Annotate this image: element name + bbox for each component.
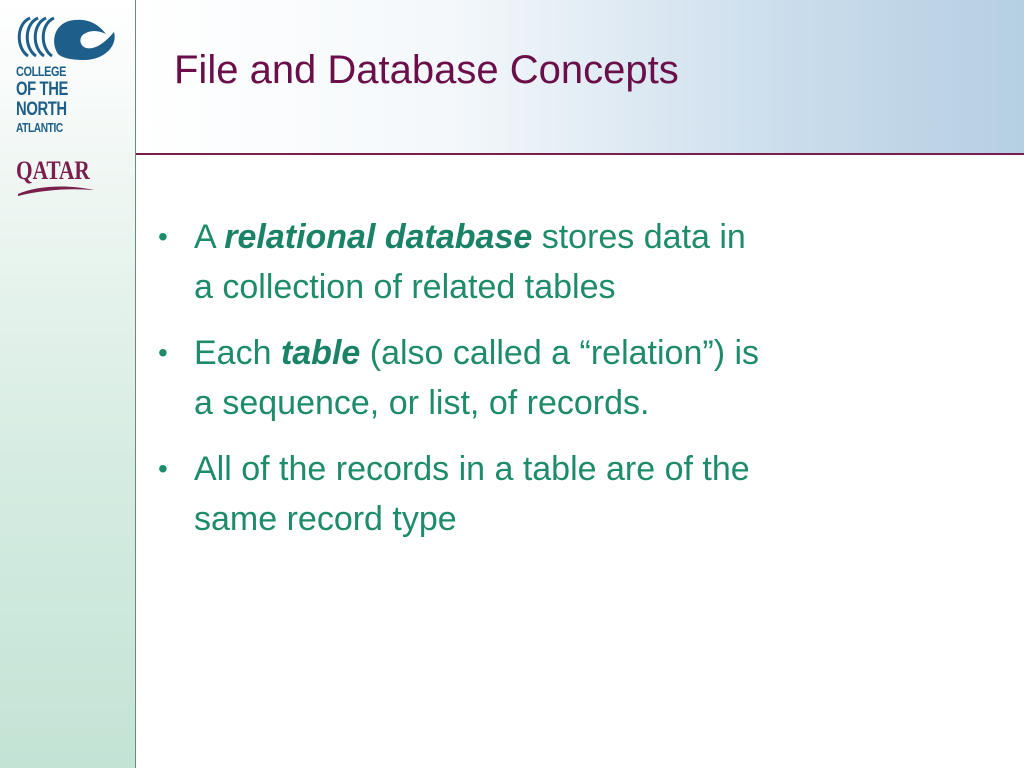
bullet-line: Each table (also called a “relation”) is xyxy=(194,328,978,378)
header-band xyxy=(136,0,1024,154)
bullet-list: • A relational database stores data in a… xyxy=(158,212,978,560)
swoosh-icon xyxy=(18,186,94,196)
logo-line-3: NORTH xyxy=(16,99,67,120)
sidebar-panel: COLLEGE OF THE NORTH ATLANTIC QATAR xyxy=(0,0,136,768)
bullet-line: All of the records in a table are of the xyxy=(194,444,978,494)
slide-title: File and Database Concepts xyxy=(174,48,679,92)
bullet-text: A xyxy=(194,218,225,256)
bullet-dot-icon: • xyxy=(158,337,168,368)
bullet-item: • All of the records in a table are of t… xyxy=(158,444,978,544)
bullet-item: • Each table (also called a “relation”) … xyxy=(158,328,978,428)
logo-line-4: ATLANTIC xyxy=(16,120,63,135)
bullet-line-2: same record type xyxy=(194,500,457,538)
bullet-emphasis: relational database xyxy=(224,218,533,256)
bullet-line-2: a sequence, or list, of records. xyxy=(194,384,650,422)
logo-line-1: COLLEGE xyxy=(16,63,67,79)
bullet-line-2: a collection of related tables xyxy=(194,268,616,306)
header-divider xyxy=(136,153,1024,155)
bullet-text: (also called a “relation”) is xyxy=(360,334,760,372)
logo-wordmark: COLLEGE OF THE NORTH ATLANTIC xyxy=(16,64,116,134)
bullet-line: A relational database stores data in xyxy=(194,212,978,262)
bullet-text: Each xyxy=(194,334,281,372)
logo-country: QATAR xyxy=(16,156,90,185)
wave-icon xyxy=(17,16,115,61)
bullet-text: All of the records in a table are of the xyxy=(194,450,750,488)
college-logo: COLLEGE OF THE NORTH ATLANTIC QATAR xyxy=(10,12,125,202)
bullet-dot-icon: • xyxy=(158,221,168,252)
bullet-text: stores data in xyxy=(532,218,746,256)
bullet-item: • A relational database stores data in a… xyxy=(158,212,978,312)
logo-line-2: OF THE xyxy=(16,79,69,100)
bullet-dot-icon: • xyxy=(158,453,168,484)
bullet-emphasis: table xyxy=(280,334,361,372)
